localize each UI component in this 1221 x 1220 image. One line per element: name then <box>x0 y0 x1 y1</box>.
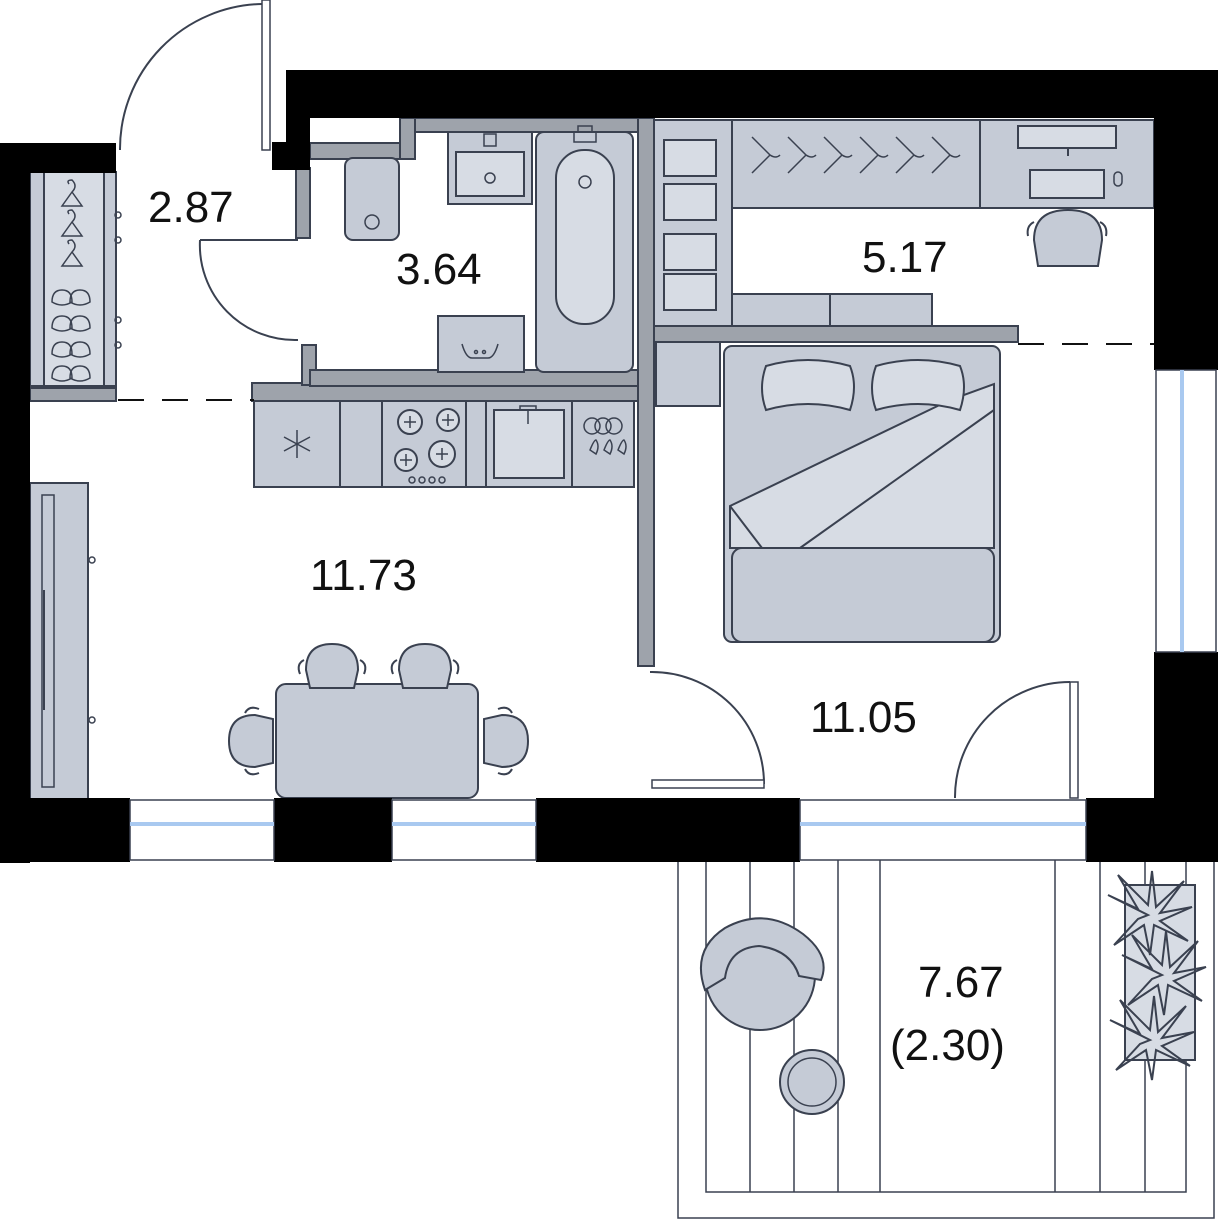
dishwasher <box>583 417 627 456</box>
hall-wardrobe <box>29 171 122 387</box>
bedroom-area: 11.05 <box>810 693 917 742</box>
bathroom-area: 3.64 <box>396 245 482 294</box>
balcony-area: 7.67 <box>918 958 1004 1007</box>
kitchen <box>253 400 635 488</box>
wardrobe-room <box>653 119 1155 327</box>
side-table <box>779 1049 845 1115</box>
windows <box>129 369 1217 861</box>
balcony <box>677 857 1215 1219</box>
outer-walls <box>0 70 1218 863</box>
planter <box>1107 870 1207 1081</box>
hob <box>394 408 460 484</box>
bathroom-fixtures <box>344 125 634 373</box>
hall-area: 2.87 <box>148 183 234 232</box>
wardrobe-area: 5.17 <box>862 233 948 282</box>
wash-icon <box>461 343 499 359</box>
living-room-furniture <box>29 482 529 800</box>
living-area: 11.73 <box>310 551 417 600</box>
snowflake-icon <box>283 430 311 458</box>
bedroom-furniture <box>655 341 1001 643</box>
lounge-chair <box>700 917 825 1031</box>
doors <box>118 0 1079 799</box>
kitchen-sink <box>493 405 565 479</box>
balcony-reduced-area: (2.30) <box>890 1021 1005 1070</box>
